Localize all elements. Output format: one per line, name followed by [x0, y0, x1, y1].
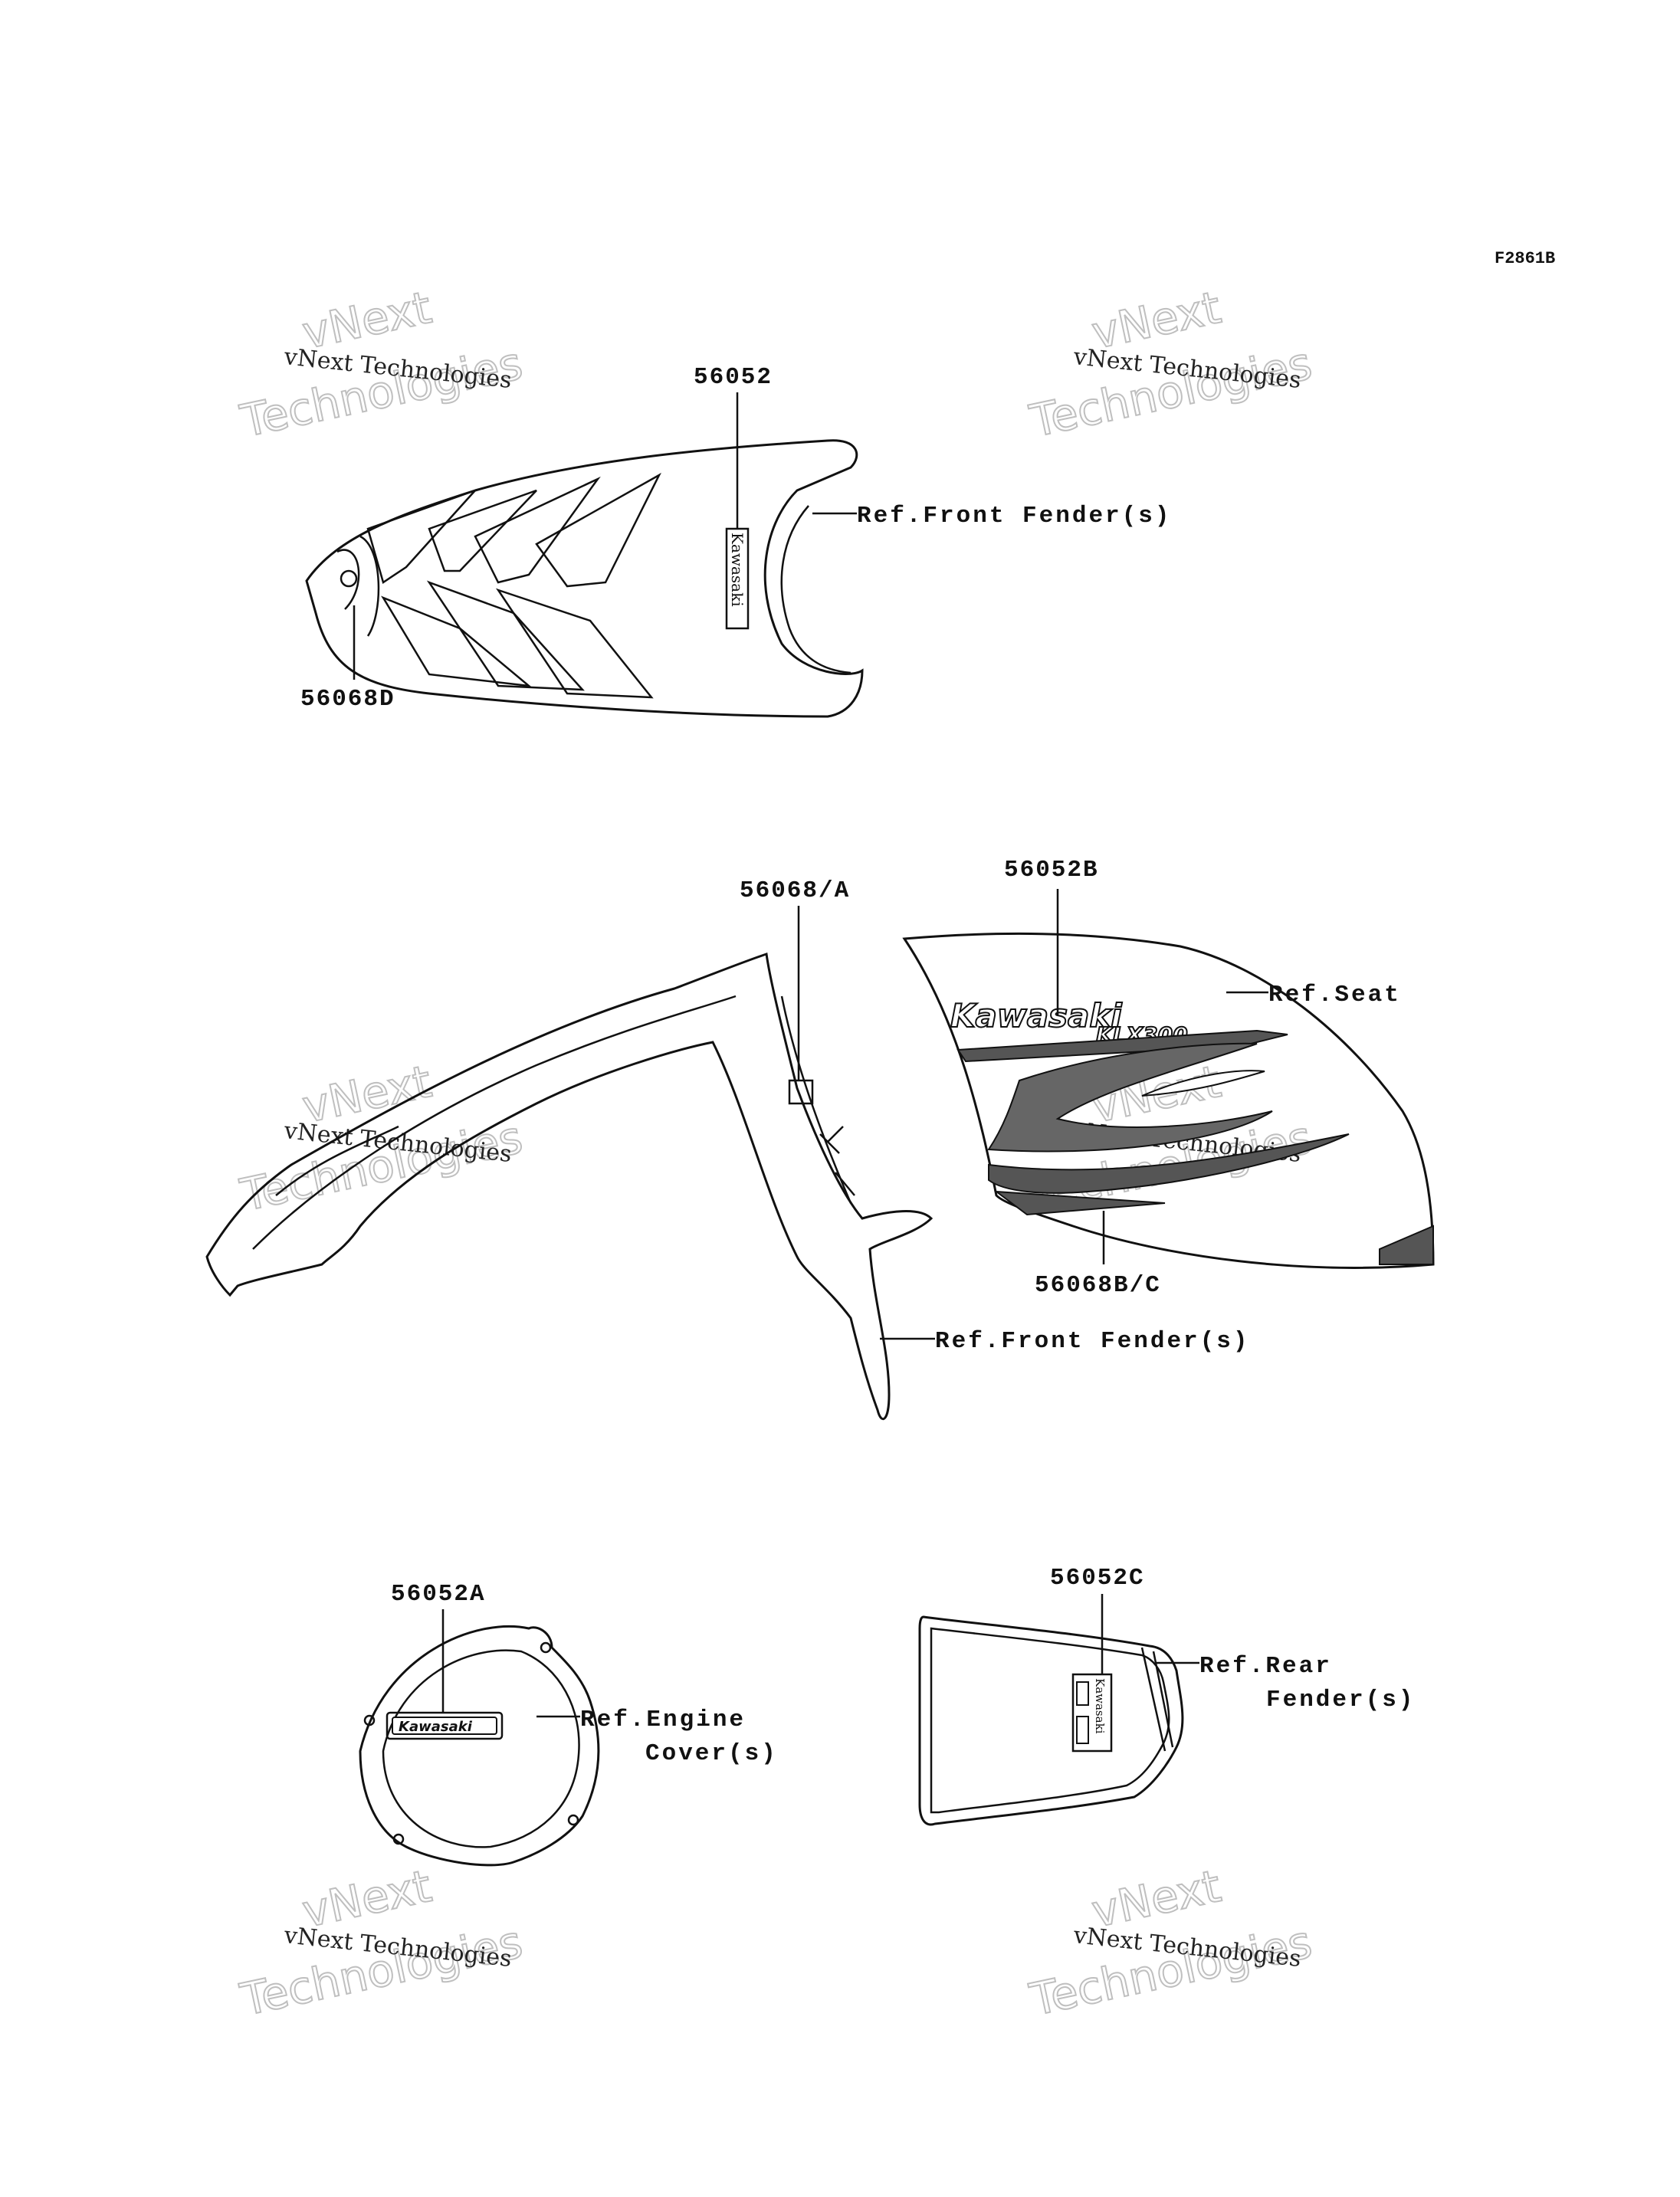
part-56068bc: 56068B/C — [1035, 1272, 1161, 1299]
ref-rear-fender-line2: Fender(s) — [1266, 1687, 1415, 1713]
decal-kawasaki-badge: Kawasaki — [399, 1719, 473, 1735]
part-56068a: 56068/A — [740, 877, 850, 904]
figure-code: F2861B — [1495, 249, 1555, 268]
engine-cover: Kawasaki — [359, 1609, 600, 1867]
ref-rear-fender-line1: Ref.Rear — [1199, 1653, 1332, 1680]
decal-kawasaki-rear: Kawasaki — [1093, 1678, 1107, 1734]
decal-kawasaki-top: Kawasaki — [728, 533, 746, 607]
watermark-bottom-right: vNext Technologies vNext Technologies — [1025, 1859, 1317, 2027]
decal-kawasaki-logo: Kawasaki — [950, 997, 1122, 1035]
part-56052: 56052 — [694, 364, 773, 391]
ref-front-fender-2: Ref.Front Fender(s) — [935, 1328, 1249, 1355]
front-fender-side-view — [205, 906, 935, 1420]
watermark-top-right: vNext Technologies vNext Technologies — [1025, 280, 1317, 448]
ref-engine-cover-line1: Ref.Engine — [580, 1707, 746, 1733]
ref-engine-cover-line2: Cover(s) — [645, 1740, 778, 1767]
part-56068d: 56068D — [300, 686, 395, 713]
front-fender-top-view: Kawasaki — [305, 392, 864, 718]
part-56052a: 56052A — [391, 1581, 486, 1608]
watermark-mid-left: vNext Technologies vNext Technologies — [235, 1054, 528, 1222]
rear-fender: Kawasaki — [918, 1594, 1199, 1826]
ref-front-fender-1: Ref.Front Fender(s) — [857, 503, 1171, 530]
watermark-bottom-left: vNext Technologies vNext Technologies — [235, 1859, 528, 2027]
part-56052c: 56052C — [1050, 1565, 1145, 1592]
shroud-side-view: Kawasaki KLX300 — [902, 889, 1435, 1269]
part-56052b: 56052B — [1004, 857, 1099, 884]
ref-seat: Ref.Seat — [1268, 982, 1401, 1008]
watermark-top-left: vNext Technologies vNext Technologies — [235, 280, 528, 448]
